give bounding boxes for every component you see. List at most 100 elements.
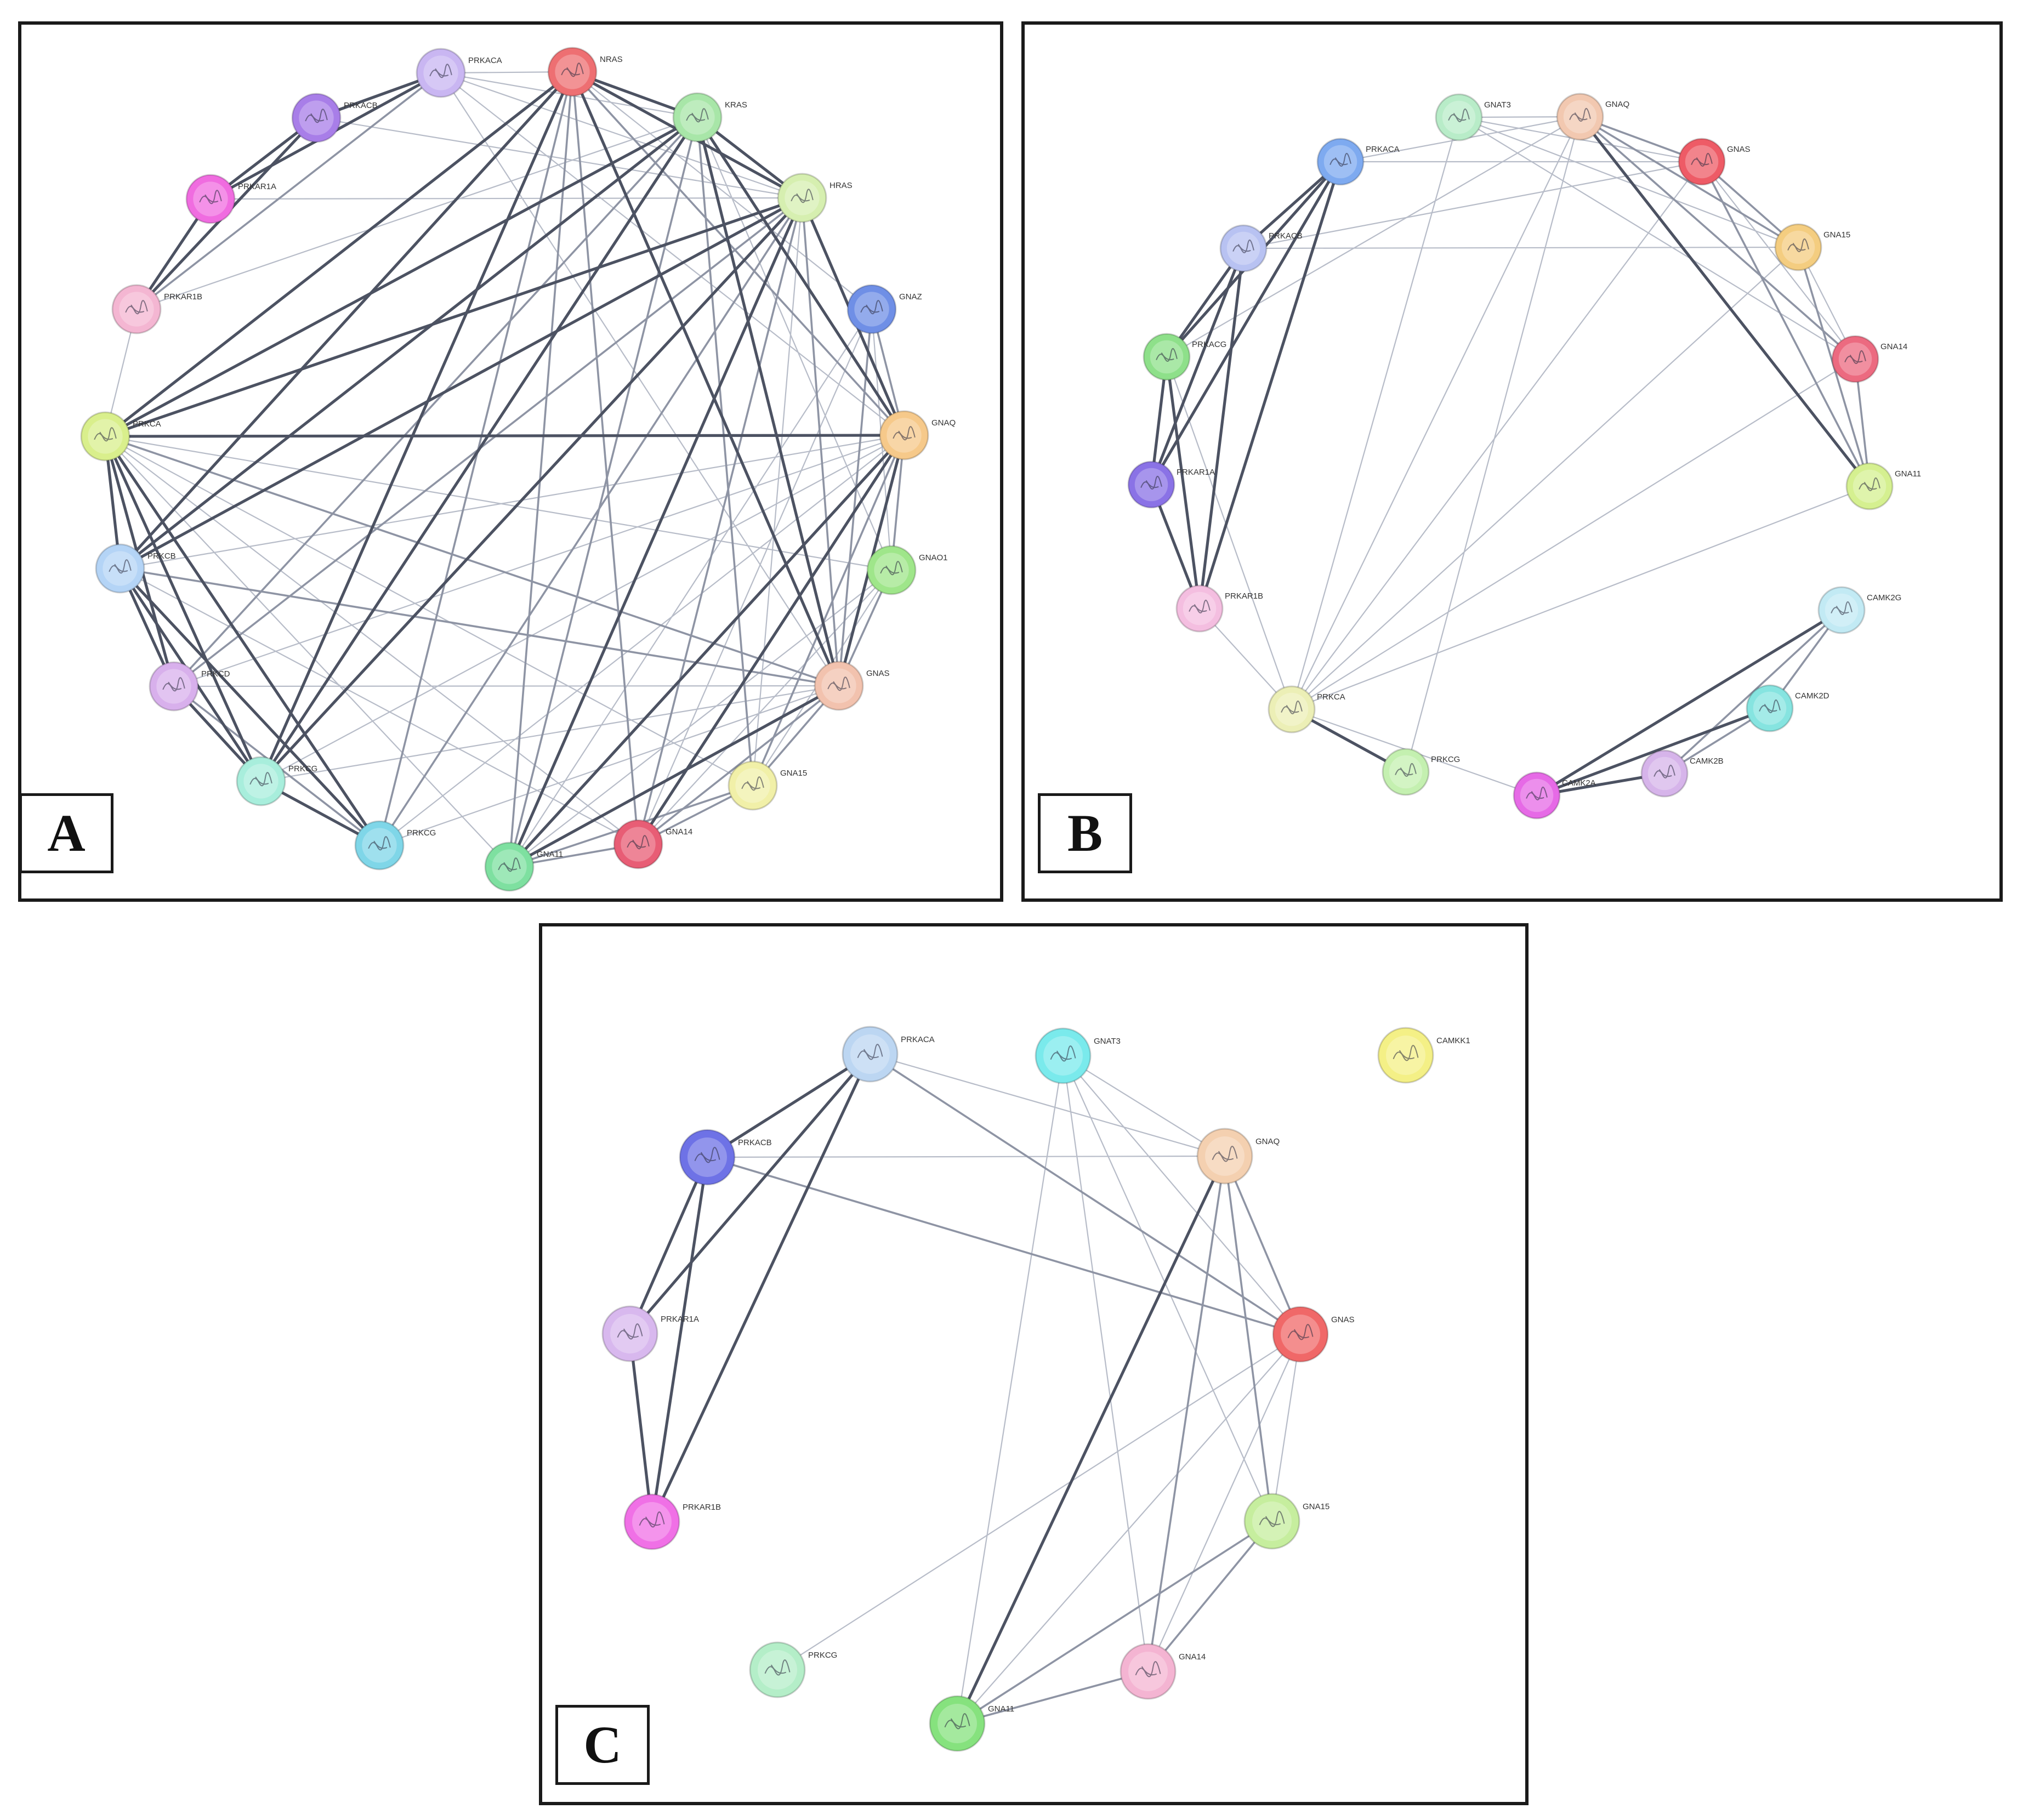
- node-prkcg[interactable]: PRKCG: [354, 820, 436, 871]
- protein-structure-icon: [1787, 238, 1809, 252]
- node-hras[interactable]: HRAS: [777, 173, 853, 223]
- protein-structure-icon: [368, 836, 391, 851]
- edge-prkacb-prkar1b: [650, 1156, 709, 1523]
- node-label: GNA14: [1179, 1652, 1206, 1662]
- node-kras[interactable]: KRAS: [672, 92, 747, 143]
- node-prkaca[interactable]: PRKACA: [416, 48, 502, 98]
- node-gnaq[interactable]: GNAQ: [1196, 1128, 1280, 1185]
- protein-structure-icon: [1050, 1045, 1076, 1062]
- protein-structure-icon: [1569, 108, 1591, 122]
- node-inner: [874, 553, 909, 588]
- node-label: PRKAR1A: [1177, 468, 1215, 477]
- panel-letter-b: B: [1038, 793, 1132, 873]
- node-gna14[interactable]: GNA14: [1831, 335, 1907, 383]
- edge-prkcg2-gnaq: [260, 434, 905, 782]
- edge-prkaca-gnaq: [869, 1053, 1226, 1157]
- node-circle: [866, 545, 917, 595]
- node-prkcg2[interactable]: PRKCG: [236, 756, 317, 806]
- edge-prkaca-prkacb: [706, 1053, 872, 1159]
- node-prkar1b[interactable]: PRKAR1B: [623, 1493, 721, 1550]
- node-prkacb[interactable]: PRKACB: [291, 93, 378, 143]
- node-circle: [1377, 1027, 1434, 1084]
- node-nras[interactable]: NRAS: [547, 47, 623, 97]
- node-gnao1[interactable]: GNAO1: [866, 545, 948, 595]
- node-gnaz[interactable]: GNAZ: [846, 284, 922, 334]
- protein-structure-icon: [1287, 1324, 1314, 1340]
- node-prkcg[interactable]: PRKCG: [749, 1641, 837, 1698]
- protein-structure-icon: [944, 1713, 970, 1730]
- edge-gnaq-gna11: [956, 1154, 1226, 1725]
- node-prkar1a[interactable]: PRKAR1A: [601, 1305, 699, 1362]
- node-gna14[interactable]: GNA14: [1120, 1643, 1206, 1700]
- node-gna15[interactable]: GNA15: [1774, 223, 1850, 271]
- node-gna11[interactable]: GNA11: [929, 1695, 1014, 1752]
- node-circle: [236, 756, 286, 806]
- node-prkar1b[interactable]: PRKAR1B: [111, 284, 202, 334]
- edge-gnat3-gna15: [1458, 116, 1799, 248]
- edge-prkcb-gnas: [119, 567, 840, 687]
- node-inner: [785, 180, 820, 215]
- node-prkaca[interactable]: PRKACA: [842, 1026, 935, 1083]
- node-camkk1[interactable]: CAMKK1: [1377, 1027, 1470, 1084]
- edge-gna15-gna14: [1147, 1520, 1273, 1673]
- node-prkar1a[interactable]: PRKAR1A: [185, 174, 276, 224]
- node-prkcg[interactable]: PRKCG: [1382, 748, 1460, 796]
- node-prkaca[interactable]: PRKACA: [1316, 138, 1400, 186]
- edge-prkaca-prkar1b: [135, 72, 442, 310]
- node-gna11[interactable]: GNA11: [484, 841, 563, 892]
- node-prkca[interactable]: PRKCA: [80, 411, 161, 462]
- node-inner: [243, 764, 279, 799]
- edge-gnat3-gnas: [1062, 1055, 1302, 1335]
- node-circle: [149, 661, 199, 712]
- node-inner: [1205, 1136, 1245, 1176]
- node-prkca[interactable]: PRKCA: [1268, 685, 1345, 733]
- node-gnaq[interactable]: GNAQ: [1556, 93, 1629, 141]
- node-prkacb[interactable]: PRKACB: [1219, 224, 1303, 272]
- node-camk2b[interactable]: CAMK2B: [1640, 749, 1724, 798]
- node-gnat3[interactable]: GNAT3: [1035, 1027, 1121, 1084]
- node-inner: [1386, 1036, 1425, 1075]
- node-label: PRKCG: [1431, 755, 1460, 764]
- protein-structure-icon: [893, 426, 916, 441]
- node-inner: [555, 54, 590, 89]
- node-circle: [354, 820, 405, 871]
- node-circle: [1845, 462, 1894, 510]
- node-label: GNA11: [537, 850, 563, 859]
- node-prkar1a[interactable]: PRKAR1A: [1127, 460, 1215, 509]
- node-gnas[interactable]: GNAS: [814, 661, 890, 711]
- node-inner: [1389, 755, 1423, 789]
- node-prkcd[interactable]: PRKCD: [149, 661, 230, 712]
- node-label: GNA15: [1823, 230, 1850, 240]
- node-gnas[interactable]: GNAS: [1272, 1306, 1355, 1363]
- node-label: PRKCB: [147, 551, 176, 561]
- node-gnaq[interactable]: GNAQ: [879, 410, 956, 460]
- node-label: GNAQ: [931, 418, 956, 428]
- node-circle: [416, 48, 466, 98]
- node-label: GNAQ: [1255, 1137, 1280, 1146]
- node-gnas[interactable]: GNAS: [1678, 138, 1751, 186]
- node-circle: [1268, 685, 1316, 733]
- edge-kras-gnas: [696, 116, 840, 687]
- node-gna15[interactable]: GNA15: [1243, 1493, 1329, 1550]
- node-gna14[interactable]: GNA14: [613, 819, 692, 869]
- edge-gnat3-gna14: [1458, 116, 1856, 360]
- node-label: PRKAR1A: [238, 182, 276, 191]
- node-camk2d[interactable]: CAMK2D: [1746, 684, 1829, 732]
- node-gna15[interactable]: GNA15: [728, 760, 807, 811]
- node-camk2g[interactable]: CAMK2G: [1817, 586, 1901, 634]
- node-inner: [1781, 230, 1815, 264]
- edge-prkca-gna11: [104, 435, 510, 868]
- node-prkar1b[interactable]: PRKAR1B: [1175, 584, 1263, 633]
- edge-prkaca-gnas: [869, 1053, 1302, 1335]
- node-prkcb[interactable]: PRKCB: [95, 543, 176, 594]
- edge-prkaca-prkar1a: [1150, 160, 1342, 486]
- node-label: PRKCA: [1317, 692, 1345, 702]
- edge-prkacb-gnas: [1242, 161, 1703, 249]
- protein-structure-icon: [305, 109, 328, 123]
- node-gna11[interactable]: GNA11: [1845, 462, 1921, 510]
- node-gnat3[interactable]: GNAT3: [1435, 93, 1511, 141]
- node-prkacb[interactable]: PRKACB: [679, 1129, 772, 1186]
- node-prkacg[interactable]: PRKACG: [1143, 333, 1226, 381]
- node-camk2a[interactable]: CAMK2A: [1513, 771, 1596, 820]
